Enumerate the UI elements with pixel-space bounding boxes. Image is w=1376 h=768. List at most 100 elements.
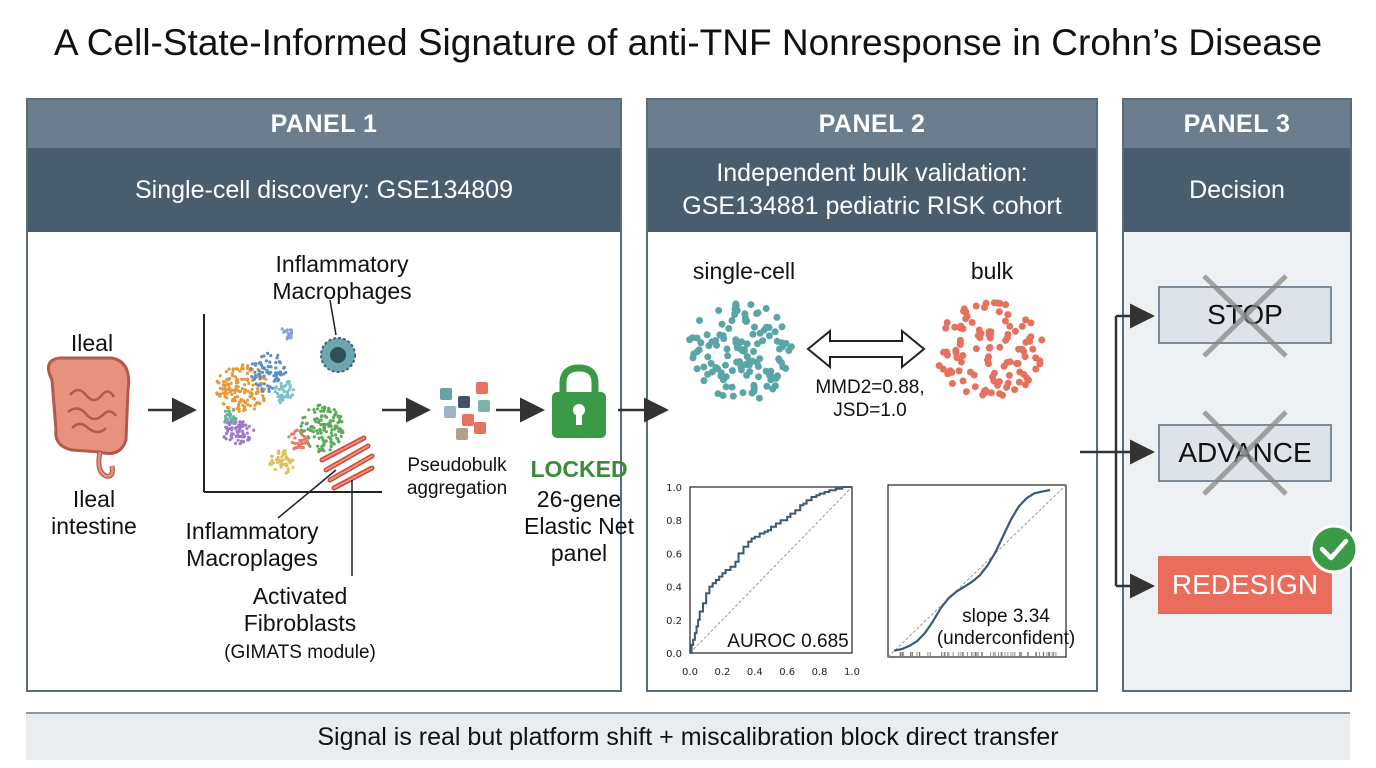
- tissue-caption: Ileal intestine: [34, 486, 154, 540]
- umap-point: [230, 392, 234, 396]
- umap-point: [322, 428, 326, 432]
- singlecell-point: [686, 336, 694, 344]
- umap-point: [225, 391, 229, 396]
- bulk-point: [957, 358, 965, 366]
- umap-point: [245, 431, 249, 435]
- bulk-point: [986, 344, 994, 351]
- singlecell-point: [750, 348, 757, 355]
- singlecell-point: [774, 372, 781, 380]
- umap-point: [235, 381, 239, 385]
- bulk-point: [1026, 337, 1034, 345]
- bulk-point: [972, 345, 980, 353]
- umap-point: [288, 328, 292, 332]
- umap-point: [235, 395, 240, 399]
- umap-point: [230, 432, 234, 436]
- umap-point: [271, 386, 275, 390]
- umap-point: [250, 387, 254, 391]
- umap-point: [275, 356, 279, 360]
- umap-point: [300, 421, 304, 425]
- roc-ytick: 0.0: [666, 649, 682, 660]
- umap-point: [331, 419, 335, 423]
- bulk-point: [1002, 301, 1010, 309]
- umap-point: [260, 370, 265, 374]
- bulk-point: [1025, 376, 1032, 384]
- panel-1-header: PANEL 1: [28, 100, 620, 148]
- umap-point: [317, 420, 321, 425]
- umap-point: [337, 429, 341, 433]
- singlecell-point: [724, 352, 732, 360]
- umap-point: [275, 391, 280, 396]
- umap-point: [277, 378, 281, 382]
- bulk-point: [957, 322, 965, 330]
- bulk-point: [955, 367, 963, 375]
- umap-point: [340, 420, 344, 424]
- umap-point: [222, 435, 226, 439]
- bulk-point: [935, 362, 943, 370]
- umap-point: [231, 367, 235, 371]
- umap-point: [319, 431, 323, 435]
- umap-point: [324, 439, 328, 443]
- umap-point: [310, 429, 314, 433]
- singlecell-point: [743, 353, 751, 361]
- singlecell-point: [756, 329, 764, 337]
- umap-point: [261, 389, 265, 393]
- umap-point: [318, 427, 322, 431]
- umap-point: [312, 426, 316, 430]
- umap-point: [309, 425, 313, 429]
- singlecell-point: [700, 377, 708, 385]
- bulk-point: [944, 370, 952, 378]
- bulk-point: [990, 377, 998, 385]
- umap-point: [266, 384, 270, 388]
- bulk-point: [956, 341, 964, 348]
- umap-point: [267, 389, 271, 393]
- bulk-point: [952, 349, 960, 357]
- umap-point: [276, 353, 280, 357]
- umap-point: [285, 390, 289, 394]
- umap-point: [240, 398, 244, 402]
- umap-point: [326, 409, 330, 413]
- umap-point: [231, 374, 235, 378]
- panel-2-subtitle-line1: Independent bulk validation:: [716, 159, 1028, 187]
- umap-point: [261, 394, 265, 398]
- umap-point: [329, 441, 334, 445]
- bulk-point: [972, 302, 980, 310]
- umap-point: [246, 364, 250, 368]
- umap-point: [246, 389, 250, 393]
- umap-point: [324, 430, 328, 434]
- umap-point: [232, 417, 236, 422]
- singlecell-point: [717, 369, 725, 377]
- singlecell-point: [703, 331, 711, 339]
- umap-point: [316, 403, 320, 408]
- roc-xtick: 1.0: [844, 667, 860, 678]
- fibroblast-label: Activated Fibroblasts (GIMATS module): [200, 583, 400, 664]
- umap-point: [316, 407, 320, 411]
- umap-point: [245, 366, 250, 370]
- umap-point: [277, 387, 281, 392]
- umap-point: [274, 366, 278, 370]
- umap-point: [272, 374, 276, 378]
- umap-point: [287, 435, 291, 439]
- tissue-caption-line1: Ileal: [72, 486, 116, 512]
- calibration-curve: [893, 488, 1051, 652]
- roc-xtick: 0.2: [714, 667, 730, 678]
- singlecell-point: [722, 383, 730, 391]
- umap-point: [240, 377, 244, 381]
- calibration-chart: [887, 484, 1067, 658]
- umap-point: [312, 435, 316, 439]
- umap-point: [277, 449, 281, 453]
- umap-point: [225, 396, 229, 400]
- bulk-point: [1004, 311, 1012, 319]
- bulk-point: [943, 319, 951, 327]
- roc-xtick: 0.6: [779, 667, 795, 678]
- singlecell-point: [693, 365, 701, 373]
- umap-point: [241, 423, 245, 427]
- pseudo-line1: Pseudobulk: [407, 455, 507, 476]
- umap-point: [230, 436, 234, 440]
- singlecell-point: [705, 342, 713, 350]
- umap-point: [243, 388, 247, 392]
- decision-arrows: [1080, 303, 1155, 599]
- umap-point: [323, 414, 327, 418]
- umap-point: [245, 377, 249, 381]
- singlecell-point: [775, 355, 783, 363]
- singlecell-point: [728, 383, 736, 391]
